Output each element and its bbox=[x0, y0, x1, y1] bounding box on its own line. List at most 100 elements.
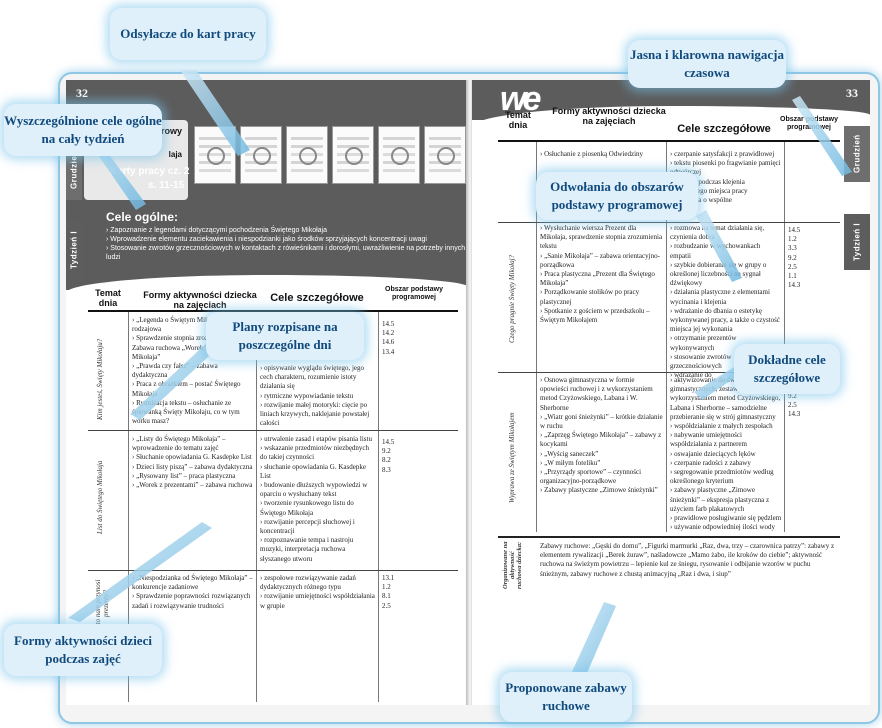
worksheet-thumb-4[interactable] bbox=[332, 126, 374, 184]
forms-item: › „Wyścig saneczek” bbox=[540, 449, 599, 458]
forms-item: › „Rysowany list” – praca plastyczna bbox=[132, 471, 236, 480]
forms-item: › Słuchanie opowiadania G. Kasdepke List bbox=[132, 453, 252, 462]
callout-formy: Formy aktywności dzieci podczas zajęć bbox=[4, 624, 162, 676]
header-rule bbox=[498, 140, 840, 142]
forms-item: › „Niespodzianka od Świętego Mikołaja” –… bbox=[132, 574, 253, 592]
goals-item: › zabawy plastyczne „Zimowe śnieżynki” –… bbox=[670, 486, 770, 513]
forms-item: › Rytmizacja tekstu – osłuchanie ze śpie… bbox=[132, 398, 240, 426]
forms-item: › „Zaprzęg Świętego Mikołaja” – zabawy z… bbox=[540, 431, 662, 449]
area-code: 2.5 bbox=[788, 401, 797, 410]
callout-odsylacze: Odsyłacze do kart pracy bbox=[110, 8, 266, 60]
brand-logo: we bbox=[500, 80, 541, 118]
arrow-zabawy bbox=[570, 602, 616, 680]
col-divider bbox=[256, 312, 257, 702]
forms-item: › Wysłuchanie wiersza Prezent dla Mikoła… bbox=[540, 224, 663, 251]
forms-item: › Osłuchanie z piosenką Odwiedziny bbox=[540, 150, 644, 158]
worksheet-thumb-6[interactable] bbox=[424, 126, 466, 184]
arrow-nawigacja bbox=[792, 96, 852, 176]
movement-games-text: Zabawy ruchowe: „Gęski do domu”, „Figurk… bbox=[540, 542, 835, 578]
goals-item: › prawidłowe posługiwanie się pędzlem bbox=[670, 514, 782, 523]
worksheet-thumb-2[interactable] bbox=[240, 126, 282, 184]
general-goal-item: › Zapoznanie z legendami dotyczącymi poc… bbox=[106, 227, 328, 234]
worksheet-thumb-5[interactable] bbox=[378, 126, 420, 184]
area-code: 1.1 bbox=[788, 272, 797, 281]
area-code: 14.3 bbox=[788, 410, 801, 419]
goals-item: › stosowanie zwrotów grzecznościowych bbox=[670, 352, 732, 371]
th-goals: Cele szczegółowe bbox=[270, 292, 364, 304]
arrow-formy bbox=[68, 522, 212, 622]
goals-item: › segregowanie przedmiotów według określ… bbox=[670, 468, 774, 486]
forms-item: › Spotkanie z gościem w przedszkolu – Św… bbox=[540, 306, 650, 325]
area-code: 1.2 bbox=[382, 583, 391, 592]
th-area: Obszar podstawy programowej bbox=[385, 286, 443, 301]
goals-list-1: › opisywanie wyglądu świętego, jego cech… bbox=[260, 364, 376, 428]
goals-item: › czerpanie radości z zabawy bbox=[670, 458, 751, 467]
forms-item: › „Przyrządy sportowe” – czynności organ… bbox=[540, 468, 642, 486]
goals-item: › oswajanie dzieciących lęków bbox=[670, 449, 756, 458]
forms-item: › „Legenda o Świętym Mikołaju” – scenka … bbox=[132, 316, 252, 334]
forms-list-r0: › Osłuchanie z piosenką Odwiedziny bbox=[540, 150, 664, 159]
forms-list-r1: › Wysłuchanie wiersza Prezent dla Mikoła… bbox=[540, 224, 664, 325]
goals-item: › opisywanie wyglądu świętego, jego cech… bbox=[260, 364, 365, 391]
th-day: Temat dnia bbox=[95, 288, 121, 308]
th-goals: Cele szczegółowe bbox=[677, 123, 771, 135]
goals-item: › słuchanie opowiadania G. Kasdepke List bbox=[260, 462, 366, 480]
forms-item: › Porządkowanie stolików po pracy plasty… bbox=[540, 288, 640, 306]
goals-item: › do dbania o wspólne bbox=[670, 196, 732, 205]
col-divider bbox=[378, 312, 379, 702]
forms-list-1: › „Legenda o Świętym Mikołaju” – scenka … bbox=[132, 316, 254, 426]
goals-item: › wdrażanie do dbania o estetykę wykonyw… bbox=[670, 306, 780, 334]
area-code: 13.1 bbox=[382, 574, 395, 582]
row-rule bbox=[498, 372, 840, 373]
area-code: 9.2 bbox=[788, 392, 797, 400]
karty-pracy-label: Karty pracy cz. 2 bbox=[110, 166, 190, 177]
forms-list-2: › „Listy do Świętego Mikołaja” – wprowad… bbox=[132, 435, 254, 490]
th-day: Temat dnia bbox=[505, 110, 531, 130]
worksheet-thumb-1[interactable] bbox=[194, 126, 236, 184]
col-divider bbox=[536, 142, 537, 532]
forms-list-3: › „Niespodzianka od Świętego Mikołaja” –… bbox=[132, 574, 254, 611]
goals-list-2: › utrwalenie zasad i etapów pisania list… bbox=[260, 435, 376, 564]
forms-item: › „Prawda czy fałsz” – zabawa dydaktyczn… bbox=[132, 362, 218, 380]
forms-list-r2: › Osnowa gimnastyczna w formie opowieści… bbox=[540, 376, 664, 496]
goals-item: › utrwalenie zasad i etapów pisania list… bbox=[260, 435, 372, 443]
forms-item: › „Wiatr goni śnieżynki” – krótkie dział… bbox=[540, 412, 663, 431]
goals-item: › budowanie dłuższych wypowiedzi w oparc… bbox=[260, 481, 368, 499]
general-goal-item: › Stosowanie zwrotów grzecznościowych w … bbox=[106, 245, 466, 261]
goals-item: › czerpanie satysfakcji z prawidłowej bbox=[670, 150, 775, 158]
forms-item: › Zabawy plastyczne „Zimowe śnieżynki” bbox=[540, 486, 658, 495]
worksheet-thumb-3[interactable] bbox=[286, 126, 328, 184]
area-code: 14.6 bbox=[382, 338, 395, 347]
goals-item: › nabywanie umiejętności współdziałania … bbox=[670, 431, 747, 449]
goals-item: › szybkie dobieranie się w grupy o okreś… bbox=[670, 260, 767, 288]
callout-zabawy: Proponowane zabawy ruchowe bbox=[500, 672, 632, 722]
area-list-r2: 9.2 2.5 14.3 bbox=[788, 392, 828, 420]
th-forms: Formy aktywności dziecka na zajęciach bbox=[143, 290, 257, 310]
area-code: 2.5 bbox=[788, 262, 797, 271]
forms-item: › Dzieci listy piszą” – zabawa dydaktycz… bbox=[132, 462, 253, 471]
forms-item: › Sprawdzenie stopnia zrozumienia tekstu… bbox=[132, 334, 250, 361]
header-wave bbox=[66, 275, 468, 305]
forms-item: › Praca z obrazkiem – postać Świętego Mi… bbox=[132, 380, 241, 398]
area-list-2: 14.5 9.2 8.2 8.3 bbox=[382, 438, 422, 475]
area-code: 14.2 bbox=[382, 329, 395, 338]
goals-item: › precyzji podczas klejenia bbox=[670, 177, 745, 186]
goals-item: › otrzymanie prezentów wykonywanych bbox=[670, 334, 737, 352]
area-code: 8.1 bbox=[382, 592, 391, 601]
arrow-odsylacze bbox=[180, 70, 250, 156]
callout-plany: Plany rozpisane na poszczególne dni bbox=[206, 312, 364, 360]
callout-odwolania: Odwołania do obszarów podstawy programow… bbox=[536, 172, 698, 220]
col-divider bbox=[784, 142, 785, 532]
goals-item: › rozwijanie umiejętności współdziałania… bbox=[260, 592, 375, 610]
forms-item: › Sprawdzenie poprawności rozwiązanych z… bbox=[132, 592, 251, 610]
forms-item: › „Worek z prezentami” – zabawa ruchowa bbox=[132, 481, 253, 490]
forms-item: › „Sanie Mikołaja” – zabawa orientacyjno… bbox=[540, 251, 660, 269]
area-code: 8.2 bbox=[382, 456, 391, 465]
area-code: 9.2 bbox=[382, 447, 391, 456]
area-code: 1.2 bbox=[788, 235, 797, 244]
goals-item: › wskazanie przedmiotów niezbędnych do t… bbox=[260, 444, 370, 462]
general-goals-title: Cele ogólne: bbox=[106, 210, 179, 224]
area-code: 13.4 bbox=[382, 347, 395, 356]
goals-item: › rozwijanie percepcji słuchowej i konce… bbox=[260, 517, 355, 536]
